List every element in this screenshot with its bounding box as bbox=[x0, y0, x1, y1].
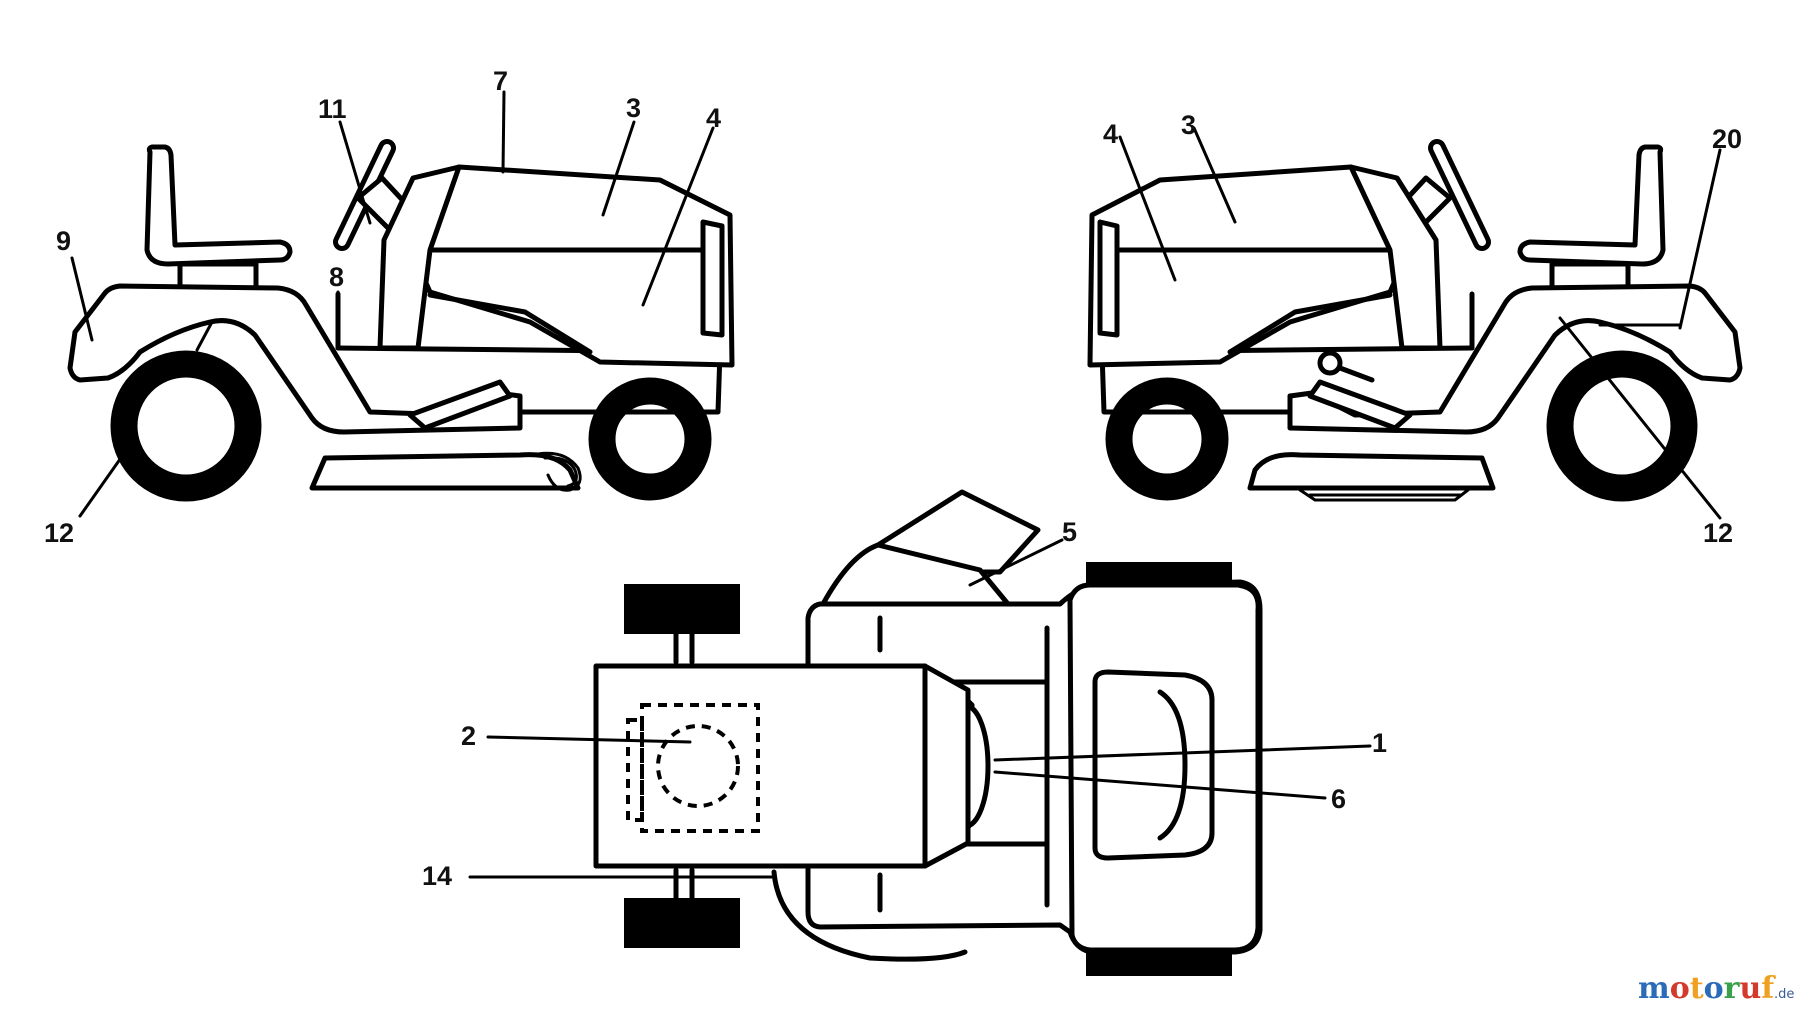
rear-fender bbox=[67, 283, 523, 435]
callout-12: 12 bbox=[44, 518, 74, 548]
callout-5: 5 bbox=[1062, 517, 1077, 547]
watermark-letter: m bbox=[1638, 971, 1670, 1006]
watermark-letter: r bbox=[1724, 971, 1741, 1006]
grille bbox=[700, 219, 725, 338]
tractor-right-side-view: 4 3 20 12 bbox=[1087, 110, 1743, 548]
callout-11: 11 bbox=[318, 94, 347, 124]
deck-lift-arm bbox=[407, 379, 513, 431]
front-wheel bbox=[1105, 377, 1229, 501]
grille bbox=[1097, 219, 1120, 338]
watermark-logo: motoruf .de bbox=[1638, 971, 1794, 1006]
callout-6: 6 bbox=[1331, 784, 1346, 814]
callout-7: 7 bbox=[493, 66, 508, 96]
seat-top bbox=[1092, 669, 1215, 861]
dash-panel bbox=[377, 164, 462, 351]
mower-deck bbox=[309, 452, 581, 491]
watermark-letter: f bbox=[1761, 971, 1776, 1006]
deck-lift-arm bbox=[1307, 379, 1413, 431]
callout-9: 9 bbox=[56, 226, 71, 256]
callout-2: 2 bbox=[461, 721, 476, 751]
callout-20: 20 bbox=[1712, 124, 1742, 154]
watermark-suffix: .de bbox=[1774, 987, 1794, 1002]
hood-top bbox=[593, 663, 971, 869]
tractor-top-view: 5 2 1 6 14 bbox=[422, 489, 1387, 976]
watermark-letter: o bbox=[1670, 971, 1690, 1006]
tractor-left-side-view: 7 11 3 4 9 8 12 bbox=[44, 66, 735, 548]
callout-3: 3 bbox=[1181, 110, 1196, 140]
front-tire-top bbox=[624, 584, 740, 634]
mower-deck bbox=[1247, 452, 1496, 491]
callout-12: 12 bbox=[1703, 518, 1733, 548]
callout-8: 8 bbox=[329, 262, 344, 292]
callout-4: 4 bbox=[706, 103, 721, 133]
rear-fender bbox=[1287, 283, 1743, 435]
watermark-letter: t bbox=[1690, 971, 1704, 1006]
seat bbox=[144, 144, 293, 267]
callout-1: 1 bbox=[1372, 728, 1387, 758]
svg-text:motoruf: motoruf bbox=[1638, 971, 1776, 1006]
watermark-letter: u bbox=[1739, 971, 1761, 1006]
rear-wheel bbox=[110, 350, 262, 502]
dash-panel bbox=[1348, 164, 1443, 351]
callout-3: 3 bbox=[626, 93, 641, 123]
decal-area-outline bbox=[640, 703, 760, 833]
chute-base bbox=[820, 542, 1011, 607]
front-tire-bottom bbox=[624, 898, 740, 948]
seat bbox=[1517, 144, 1666, 267]
callout-14: 14 bbox=[422, 861, 452, 891]
deck-lever-knob bbox=[1317, 350, 1343, 376]
callout-4: 4 bbox=[1103, 119, 1118, 149]
decal-circle bbox=[656, 724, 740, 808]
front-wheel bbox=[588, 377, 712, 501]
rear-wheel bbox=[1546, 350, 1698, 502]
hood bbox=[1087, 164, 1408, 368]
watermark-letter: o bbox=[1704, 971, 1724, 1006]
